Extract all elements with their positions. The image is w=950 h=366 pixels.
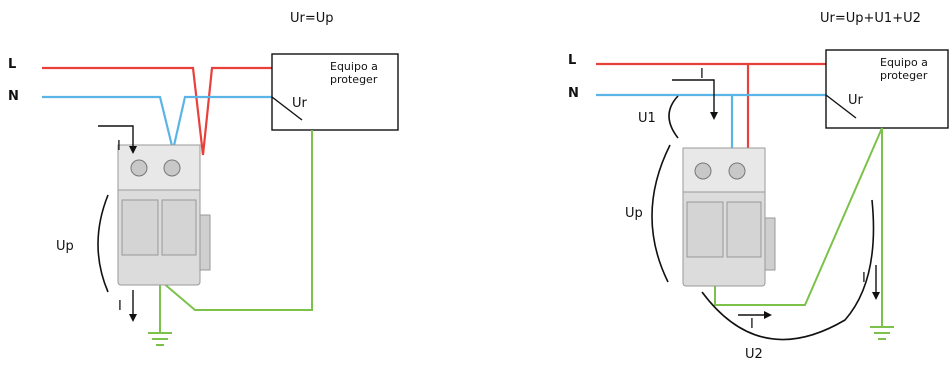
left-current-bottom-label: I bbox=[118, 299, 122, 314]
right-equipment-label-2: proteger bbox=[880, 69, 928, 82]
right-label-n: N bbox=[568, 86, 579, 101]
right-earth-wire bbox=[714, 127, 883, 306]
left-diagram: Ur=Up L N Equipo a proteger Ur bbox=[8, 11, 399, 346]
right-equipment-label-1: Equipo a bbox=[880, 56, 928, 69]
left-up-label: Up bbox=[56, 239, 74, 254]
right-formula: Ur=Up+U1+U2 bbox=[820, 11, 921, 26]
left-ur-switch bbox=[271, 96, 303, 121]
left-surge-protector bbox=[117, 144, 211, 286]
left-equipment-label-1: Equipo a bbox=[330, 60, 378, 73]
right-u1-label: U1 bbox=[638, 111, 656, 126]
left-up-arc bbox=[97, 194, 109, 293]
right-equipment-box bbox=[825, 49, 949, 129]
left-equipment-box bbox=[271, 53, 399, 131]
right-current-top-label: I bbox=[700, 67, 704, 82]
left-line-l bbox=[42, 66, 272, 156]
right-current-arrow-top bbox=[672, 79, 715, 118]
right-current-bottom-label: I bbox=[750, 317, 754, 332]
right-up-label: Up bbox=[625, 206, 643, 221]
left-formula: Ur=Up bbox=[290, 11, 334, 26]
left-label-n: N bbox=[8, 89, 19, 104]
right-label-l: L bbox=[568, 53, 576, 68]
right-diagram: Ur=Up+U1+U2 L N Equipo a proteger Ur bbox=[568, 11, 949, 362]
left-label-l: L bbox=[8, 57, 16, 72]
right-ground-icon bbox=[870, 326, 894, 340]
left-ur-label: Ur bbox=[292, 96, 308, 111]
left-equipment-label-2: proteger bbox=[330, 73, 378, 86]
left-current-top-label: I bbox=[117, 139, 121, 154]
right-u1-arc bbox=[668, 95, 679, 139]
right-ur-switch bbox=[825, 94, 857, 119]
right-u2-arc bbox=[701, 199, 875, 341]
right-u2-label: U2 bbox=[745, 347, 763, 362]
right-surge-protector bbox=[682, 147, 776, 287]
left-ground-icon bbox=[148, 332, 172, 346]
left-earth-wire bbox=[161, 130, 313, 311]
right-ur-label: Ur bbox=[848, 93, 864, 108]
right-up-arc bbox=[651, 144, 671, 283]
left-current-arrow-top bbox=[98, 125, 134, 152]
right-current-right-label: I bbox=[862, 271, 866, 286]
left-line-n bbox=[42, 95, 272, 151]
